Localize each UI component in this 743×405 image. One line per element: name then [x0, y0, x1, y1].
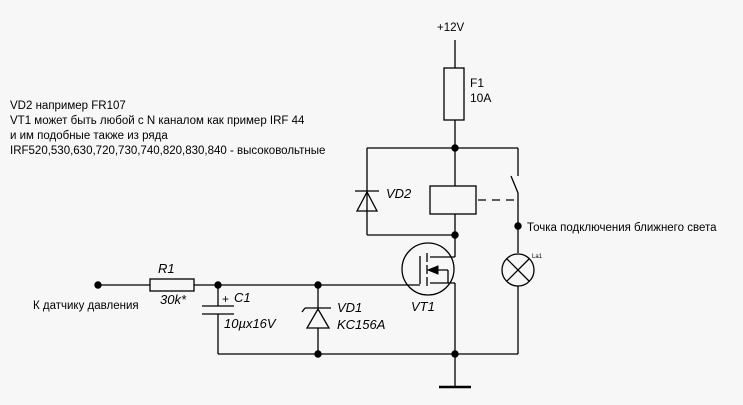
junction-vd1-bottom [314, 350, 322, 358]
c1-name-label: C1 [234, 290, 251, 305]
supply-label: +12V [437, 22, 465, 34]
note-line-4: IRF520,530,630,720,730,740,820,830,840 -… [10, 145, 325, 157]
vd1-name-label: VD1 [337, 300, 362, 315]
junction-vd2 [451, 231, 459, 239]
terminal-headlight [514, 222, 522, 230]
r1-name-label: R1 [158, 261, 175, 276]
transistor-vt1 [401, 242, 455, 296]
junction-vd1-top [314, 281, 322, 289]
note-line-1: VD2 например FR107 [10, 100, 126, 112]
fuse-value-label: 10A [470, 91, 491, 105]
vd1-cathode-tail [301, 307, 306, 313]
junction-c1-top [214, 281, 222, 289]
vd2-label: VD2 [386, 186, 412, 201]
junction-ground [451, 350, 459, 358]
lamp-label: La1 [532, 254, 543, 260]
resistor-r1 [149, 278, 195, 292]
junction-top-bus [451, 144, 459, 152]
vd1-value-label: KC156A [337, 317, 385, 332]
sensor-label: К датчику давления [33, 300, 139, 312]
c1-polarity-label: + [222, 292, 229, 306]
note-line-3: и им подобные также из ряда [10, 130, 168, 142]
c1-value-label: 10µx16V [224, 316, 277, 331]
r1-value-label: 30k* [160, 292, 187, 307]
note-line-2: VT1 может быть любой с N каналом как при… [10, 115, 305, 127]
fuse-name-label: F1 [470, 76, 484, 90]
relay-coil [429, 185, 477, 215]
relay-contact [510, 175, 519, 194]
vd2-diode-triangle [355, 190, 379, 212]
terminal-sensor [94, 281, 102, 289]
vd1-zener-triangle [305, 307, 331, 329]
headlight-point-label: Точка подключения ближнего света [527, 222, 717, 234]
vt1-arrow [426, 265, 439, 275]
vt1-label: VT1 [411, 299, 435, 314]
lamp-cross-b [506, 258, 530, 282]
fuse-f1 [443, 67, 465, 121]
